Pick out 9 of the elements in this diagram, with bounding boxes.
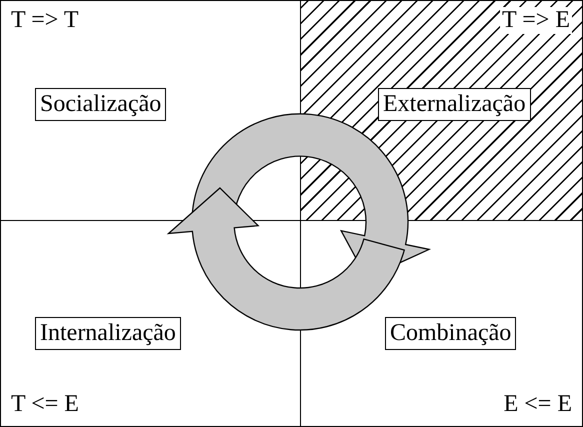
mode-label: Socialização <box>35 88 166 121</box>
conversion-label: E <= E <box>504 391 572 418</box>
mode-label: Combinação <box>385 317 516 350</box>
conversion-label: T => T <box>11 7 79 34</box>
mode-label: Internalização <box>35 317 181 350</box>
conversion-label: T <= E <box>11 391 79 418</box>
mode-label: Externalização <box>378 88 531 121</box>
hatched-quadrant-panel <box>300 0 583 221</box>
conversion-label: T => E <box>500 7 572 34</box>
